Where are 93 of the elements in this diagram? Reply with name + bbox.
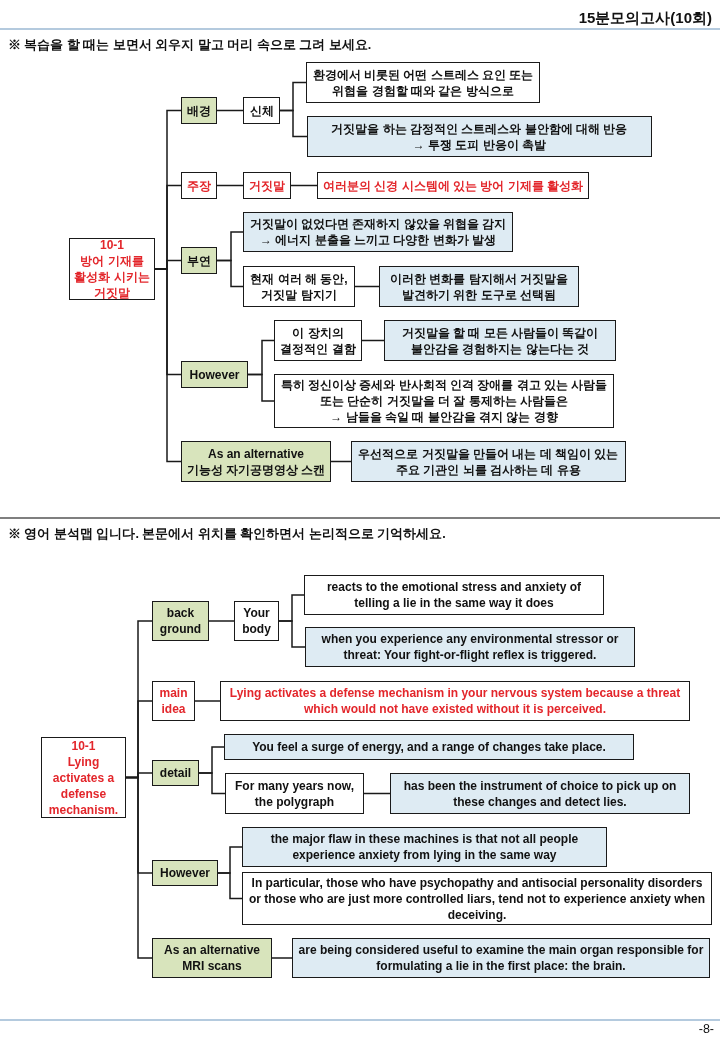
detail-text: 여러분의 신경 시스템에 있는 방어 기제를 활성화 bbox=[323, 177, 583, 194]
connector-line bbox=[216, 109, 244, 112]
category-text: However bbox=[160, 865, 210, 881]
topic-box bbox=[41, 737, 126, 818]
detail-box bbox=[317, 172, 589, 199]
category-text: As an alternative bbox=[163, 942, 260, 958]
detail-text: 환경에서 비롯된 어떤 스트레스 요인 또는 위협을 경험할 때와 같은 방식으로 bbox=[311, 66, 535, 99]
category-box bbox=[152, 860, 218, 886]
detail-box bbox=[307, 116, 652, 157]
category-text: 기능성 자기공명영상 스캔 bbox=[186, 461, 326, 478]
detail-text: 우선적으로 거짓말을 만들어 내는 데 책임이 있는 주요 기관인 뇌를 검사하는 데 유용 bbox=[357, 445, 620, 478]
detail-box bbox=[243, 97, 280, 124]
detail-box bbox=[224, 734, 634, 760]
category-text: However bbox=[189, 366, 240, 383]
detail-text: → 투쟁 도피 반응이 촉발 bbox=[412, 136, 547, 153]
detail-box bbox=[304, 575, 604, 615]
detail-box bbox=[384, 320, 616, 361]
detail-box bbox=[243, 212, 513, 252]
detail-box bbox=[243, 266, 355, 307]
detail-text: 거짓말을 할 때 모든 사람들이 똑같이 불안감을 경험하지는 않는다는 것 bbox=[400, 324, 600, 357]
connector-line bbox=[154, 268, 182, 463]
detail-text: 신체 bbox=[249, 102, 274, 119]
detail-text: 거짓말이 없었다면 존재하지 않았을 위협을 감지 bbox=[249, 216, 507, 232]
page-number: -8- bbox=[698, 1022, 714, 1036]
detail-text: → 남들을 속일 때 불안감을 겪지 않는 경향 bbox=[330, 409, 558, 425]
connector-line bbox=[279, 109, 308, 138]
category-text: back ground bbox=[158, 605, 203, 637]
connector-line bbox=[216, 259, 244, 288]
category-box bbox=[152, 681, 195, 721]
connector-line bbox=[208, 620, 235, 622]
detail-box bbox=[274, 374, 614, 428]
connector-line bbox=[125, 776, 153, 959]
topic-text: Lying activates a defense mechanism. bbox=[47, 753, 120, 818]
topic-text: 방어 기재를 활성화 시키는 거짓말 bbox=[74, 253, 150, 301]
detail-text: → 에너지 분출을 느끼고 다양한 변화가 발생 bbox=[260, 232, 496, 248]
connector-line bbox=[361, 339, 385, 342]
category-text: As an alternative bbox=[207, 445, 304, 462]
detail-text: 이 장치의 결정적인 결함 bbox=[279, 324, 357, 357]
detail-box bbox=[234, 601, 279, 641]
category-box bbox=[152, 601, 209, 641]
topic-text: 10-1 bbox=[100, 237, 124, 253]
detail-text: For many years now, the polygraph bbox=[234, 777, 355, 810]
detail-box bbox=[220, 681, 690, 721]
detail-box bbox=[225, 773, 364, 814]
connector-line bbox=[271, 957, 293, 959]
category-text: main idea bbox=[158, 685, 189, 717]
detail-box bbox=[305, 627, 635, 667]
page-header: 15분모의고사(10회) bbox=[578, 9, 712, 28]
detail-text: 거짓말 bbox=[249, 177, 285, 194]
detail-box bbox=[242, 827, 607, 867]
detail-text: has been the instrument of choice to pick up on these changes and detect lies. bbox=[402, 777, 678, 810]
category-box bbox=[152, 760, 199, 786]
detail-text: when you experience any environmental stressor or threat: Your fight-or-flight reflex is triggered. bbox=[320, 631, 620, 663]
detail-text: 현재 여러 해 동안, 거짓말 탐지기 bbox=[249, 270, 349, 303]
connector-line bbox=[198, 772, 226, 795]
category-text: 배경 bbox=[187, 102, 211, 119]
connector-line bbox=[354, 285, 380, 288]
detail-text: 이러한 변화를 탐지해서 거짓말을 발견하기 위한 도구로 선택됨 bbox=[389, 270, 569, 303]
category-box bbox=[181, 172, 217, 199]
category-text: MRI scans bbox=[182, 958, 242, 974]
category-text: 주장 bbox=[187, 177, 211, 194]
detail-box bbox=[379, 266, 579, 307]
category-box bbox=[181, 361, 248, 388]
detail-text: You feel a surge of energy, and a range of changes take place. bbox=[252, 739, 606, 755]
connector-line bbox=[216, 184, 244, 187]
category-box bbox=[181, 97, 217, 124]
instruction-note: ※ 영어 분석맵 입니다. 본문에서 위치를 확인하면서 논리적으로 기억하세요. bbox=[8, 526, 446, 543]
detail-text: 특히 정신이상 증세와 반사회적 인격 장애를 겪고 있는 사람들 또는 단순히 거짓말을 더 잘 통제하는 사람들은 bbox=[279, 377, 609, 409]
category-box bbox=[181, 247, 217, 274]
detail-text: Your body bbox=[241, 605, 272, 637]
connector-line bbox=[217, 872, 243, 900]
detail-text: In particular, those who have psychopathy and antisocial personality disorders or those who are just more controlled liars, tend not to experience anxiety when deceiving. bbox=[247, 874, 707, 923]
instruction-note: ※ 복습을 할 때는 보면서 외우지 말고 머리 속으로 그려 보세요. bbox=[8, 37, 372, 54]
connector-line bbox=[278, 620, 306, 648]
detail-box bbox=[243, 172, 291, 199]
connector-line bbox=[247, 373, 275, 402]
detail-text: Lying activates a defense mechanism in your nervous system because a threat which would not have existed without it is perceived. bbox=[228, 685, 682, 717]
topic-text: 10-1 bbox=[71, 737, 96, 754]
topic-box bbox=[69, 238, 155, 300]
category-box bbox=[181, 441, 331, 482]
detail-box bbox=[390, 773, 690, 814]
category-box bbox=[152, 938, 272, 978]
connector-line bbox=[363, 792, 391, 795]
detail-text: the major flaw in these machines is that not all people experience anxiety from lying in the same way bbox=[269, 831, 580, 863]
connector-line bbox=[290, 184, 318, 187]
detail-text: 거짓말을 하는 감정적인 스트레스와 불안함에 대해 반응 bbox=[331, 120, 628, 137]
connector-line bbox=[194, 700, 221, 702]
detail-text: are being considered useful to examine the main organ responsible for formulating a lie in the first place: the brain. bbox=[297, 942, 705, 974]
category-text: detail bbox=[159, 765, 192, 781]
category-text: 부연 bbox=[187, 252, 211, 269]
detail-box bbox=[351, 441, 626, 482]
connector-line bbox=[330, 460, 352, 463]
detail-text: reacts to the emotional stress and anxiety of telling a lie in the same way it does bbox=[325, 579, 583, 611]
